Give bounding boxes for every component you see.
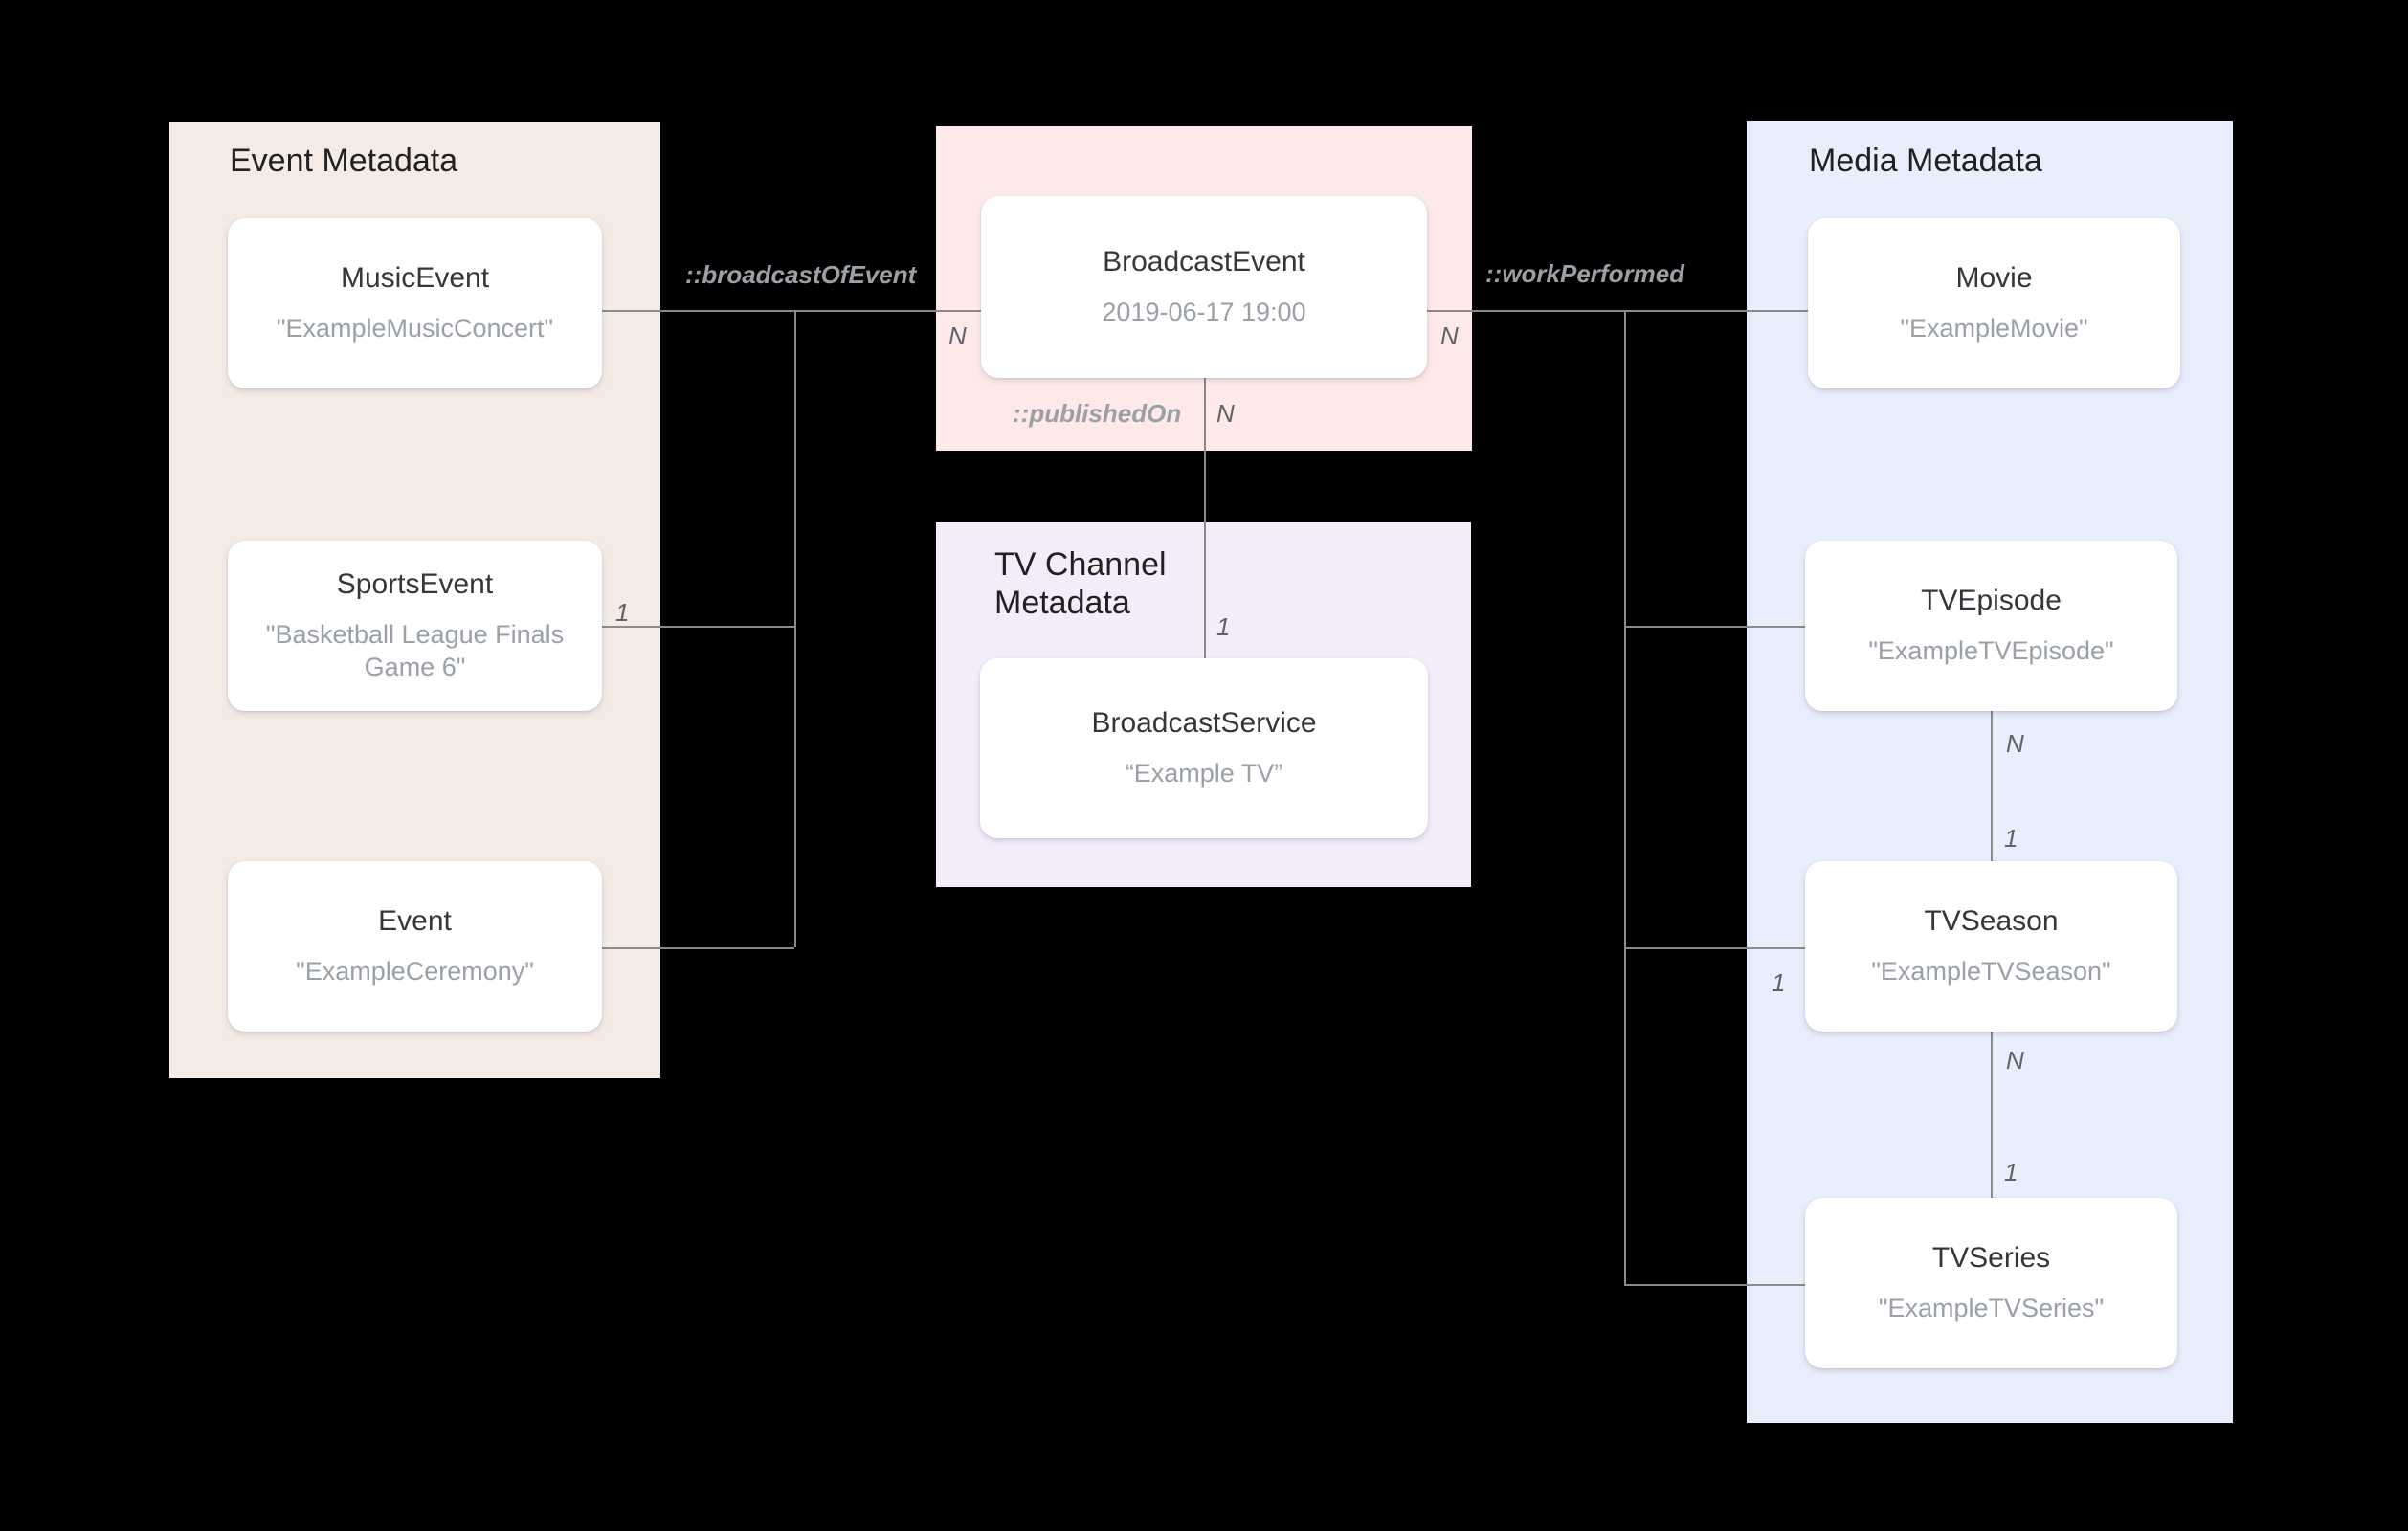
- card-value: "ExampleTVEpisode": [1868, 636, 2114, 666]
- connector-left-trunk: [794, 310, 796, 947]
- card-value: "Basketball League Finals Game 6": [265, 620, 565, 681]
- connector-trunk-to-tvepisode: [1624, 626, 1806, 628]
- connector-musicevent-stub: [602, 310, 794, 312]
- group-title-event-metadata: Event Metadata: [230, 143, 458, 179]
- card-tv-season[interactable]: TVSeason "ExampleTVSeason": [1805, 861, 2177, 1032]
- relationship-label-published-on: ::publishedOn: [1013, 399, 1182, 428]
- cardinality-tvepisode-n: N: [2006, 729, 2024, 758]
- card-title: Movie: [1955, 262, 2033, 295]
- cardinality-broadcastservice-one: 1: [1216, 612, 1231, 641]
- connector-sportsevent-stub: [602, 626, 794, 628]
- card-tv-series[interactable]: TVSeries "ExampleTVSeries": [1805, 1198, 2177, 1368]
- card-value: “Example TV”: [1125, 759, 1283, 788]
- card-value: "ExampleTVSeries": [1878, 1294, 2105, 1323]
- cardinality-tvseries-one: 1: [2004, 1158, 2018, 1187]
- card-title: BroadcastEvent: [1103, 246, 1305, 278]
- connector-publishedon-vertical: [1204, 378, 1206, 659]
- card-title: SportsEvent: [336, 568, 494, 601]
- card-title: TVSeries: [1931, 1242, 2051, 1275]
- card-value: "ExampleCeremony": [296, 957, 534, 987]
- card-value: "ExampleMusicConcert": [276, 314, 554, 344]
- card-value: 2019-06-17 19:00: [1102, 298, 1306, 327]
- card-movie[interactable]: Movie "ExampleMovie": [1808, 218, 2180, 388]
- connector-trunk-to-broadcastevent: [794, 310, 982, 312]
- card-broadcast-service[interactable]: BroadcastService “Example TV”: [980, 658, 1428, 838]
- connector-trunk-to-tvseason: [1624, 947, 1806, 949]
- relationship-label-work-performed: ::workPerformed: [1485, 259, 1685, 288]
- relationship-label-broadcast-of-event: ::broadcastOfEvent: [685, 260, 917, 289]
- cardinality-publishedon-n: N: [1216, 399, 1235, 428]
- cardinality-tvseason-one-top: 1: [2004, 824, 2018, 853]
- connector-broadcastevent-to-trunk: [1427, 310, 1808, 312]
- connector-right-trunk: [1624, 310, 1626, 1285]
- card-value: "ExampleTVSeason": [1871, 957, 2111, 987]
- card-title: MusicEvent: [340, 262, 490, 295]
- cardinality-broadcastevent-left: N: [948, 322, 967, 350]
- cardinality-broadcastevent-right: N: [1440, 322, 1459, 350]
- connector-tvepisode-to-tvseason: [1991, 711, 1993, 861]
- card-sports-event[interactable]: SportsEvent "Basketball League Finals Ga…: [228, 541, 602, 711]
- connector-tvseason-to-tvseries: [1991, 1032, 1993, 1198]
- connector-event-stub: [602, 947, 794, 949]
- card-title: TVSeason: [1924, 905, 2059, 938]
- card-broadcast-event[interactable]: BroadcastEvent 2019-06-17 19:00: [981, 196, 1427, 378]
- connector-trunk-to-tvseries: [1624, 1284, 1806, 1286]
- group-title-media-metadata: Media Metadata: [1809, 143, 2042, 179]
- card-event[interactable]: Event "ExampleCeremony": [228, 861, 602, 1032]
- card-value: "ExampleMovie": [1900, 314, 2088, 344]
- cardinality-tvseason-left-one: 1: [1772, 968, 1786, 997]
- group-title-tv-channel-metadata: TV Channel Metadata: [994, 546, 1167, 622]
- card-tv-episode[interactable]: TVEpisode "ExampleTVEpisode": [1805, 541, 2177, 711]
- card-music-event[interactable]: MusicEvent "ExampleMusicConcert": [228, 218, 602, 388]
- cardinality-sportsevent-right: 1: [615, 598, 630, 627]
- card-title: TVEpisode: [1921, 585, 2062, 617]
- cardinality-tvseason-n: N: [2006, 1046, 2024, 1075]
- card-title: BroadcastService: [1091, 707, 1317, 740]
- card-title: Event: [378, 905, 452, 938]
